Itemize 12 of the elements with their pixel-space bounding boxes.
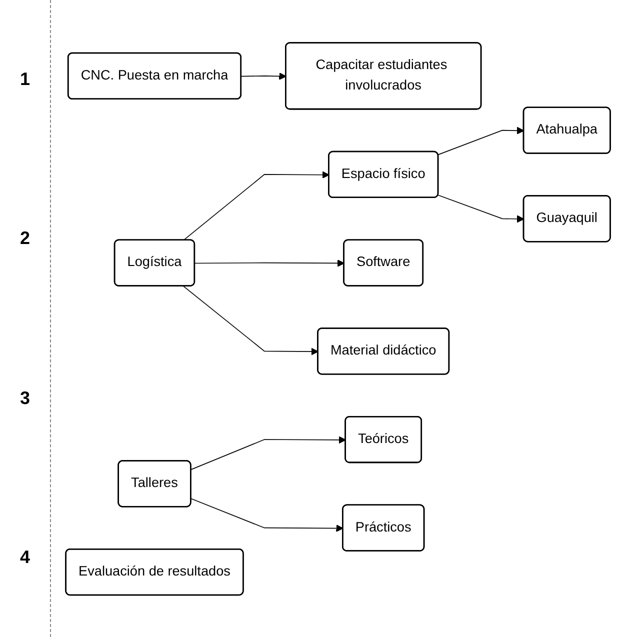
arrow — [438, 126, 524, 155]
arrow — [190, 436, 346, 470]
arrow — [183, 285, 318, 355]
stage-number: 3 — [20, 388, 30, 409]
stage-number: 1 — [20, 69, 30, 90]
arrow — [240, 72, 286, 80]
arrow — [194, 259, 345, 267]
arrow — [438, 194, 524, 222]
arrow — [190, 498, 344, 532]
stage-number: 2 — [20, 228, 30, 250]
arrow — [183, 170, 330, 240]
stage-number: 4 — [20, 546, 30, 568]
